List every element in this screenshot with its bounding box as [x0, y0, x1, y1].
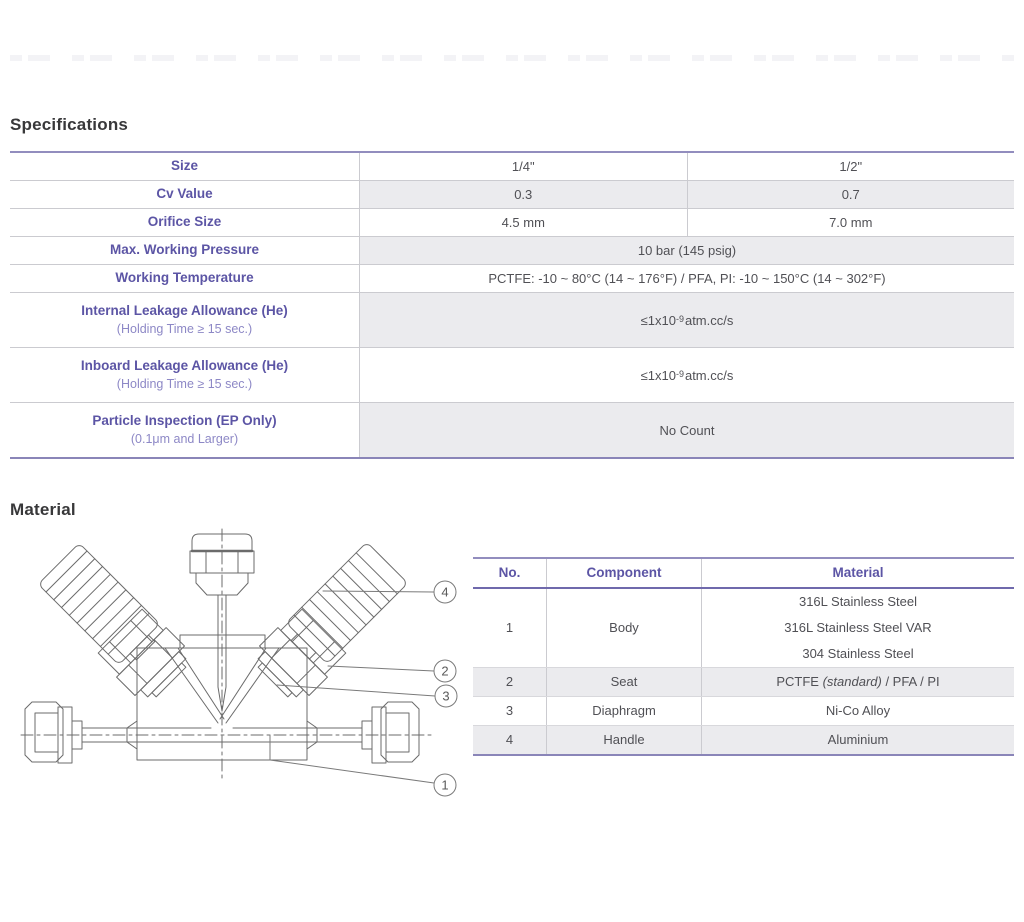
- spec-label: Cv Value: [10, 181, 360, 208]
- material-header-component: Component: [547, 559, 702, 587]
- spec-row-size: Size 1/4" 1/2": [10, 153, 1014, 181]
- material-row-seat: 2 Seat PCTFE (standard) / PFA / PI: [473, 668, 1014, 697]
- spec-label: Working Temperature: [10, 265, 360, 292]
- callout-number-2: 2: [441, 664, 448, 679]
- spec-value: 0.7: [841, 187, 860, 202]
- specifications-title: Specifications: [10, 115, 129, 134]
- material-header-row: No. Component Material: [473, 559, 1014, 589]
- top-fitting: [189, 533, 255, 712]
- spec-value: No Count: [659, 422, 715, 438]
- spec-label: Max. Working Pressure: [10, 237, 360, 264]
- spec-row-working-temperature: Working Temperature PCTFE: -10 ~ 80°C (1…: [10, 265, 1014, 293]
- material-row-diaphragm: 3 Diaphragm Ni-Co Alloy: [473, 697, 1014, 726]
- spec-label: Size: [10, 153, 360, 180]
- left-bonnet: [97, 608, 187, 698]
- material-no: 2: [473, 668, 547, 696]
- spec-value: 1/2": [839, 159, 863, 174]
- material-value: Ni-Co Alloy: [825, 702, 891, 718]
- left-handle: [40, 545, 158, 663]
- material-component: Seat: [547, 668, 702, 696]
- spec-value: ≤1x10-9 atm.cc/s: [640, 312, 734, 328]
- spec-label: Internal Leakage Allowance (He) (Holding…: [10, 293, 360, 347]
- material-table: No. Component Material 1 Body 316L Stain…: [473, 557, 1014, 756]
- material-row-body: 1 Body 316L Stainless Steel 316L Stainle…: [473, 589, 1014, 668]
- material-title: Material: [10, 500, 76, 519]
- spec-row-particle-inspection: Particle Inspection (EP Only) (0.1μm and…: [10, 403, 1014, 457]
- spec-label-sub: (Holding Time ≥ 15 sec.): [116, 376, 253, 391]
- leader-3: [276, 684, 436, 697]
- spec-label-main: Inboard Leakage Allowance (He): [80, 358, 289, 374]
- spec-label: Inboard Leakage Allowance (He) (Holding …: [10, 348, 360, 402]
- spec-label-sub: (Holding Time ≥ 15 sec.): [116, 321, 253, 336]
- spec-value: PCTFE: -10 ~ 80°C (14 ~ 176°F) / PFA, PI…: [488, 271, 886, 286]
- leader-1: [269, 734, 435, 784]
- spec-row-inboard-leakage: Inboard Leakage Allowance (He) (Holding …: [10, 348, 1014, 403]
- spec-value: 4.5 mm: [360, 209, 688, 236]
- spec-value: ≤1x10-9 atm.cc/s: [640, 367, 734, 383]
- material-value: PCTFE (standard) / PFA / PI: [776, 674, 940, 689]
- material-component: Handle: [547, 726, 702, 754]
- spec-label: Orifice Size: [10, 209, 360, 236]
- spec-label-main: Internal Leakage Allowance (He): [81, 303, 288, 319]
- material-value: Aluminium: [827, 731, 889, 747]
- spec-value: 0.3: [360, 181, 688, 208]
- left-tube: [81, 727, 138, 743]
- callout-circle-2: [433, 659, 457, 683]
- spec-row-internal-leakage: Internal Leakage Allowance (He) (Holding…: [10, 293, 1014, 348]
- left-end-fitting: [24, 701, 83, 764]
- callout-number-3: 3: [442, 689, 449, 704]
- callout-circle-1: [433, 773, 457, 797]
- spec-row-orifice-size: Orifice Size 4.5 mm 7.0 mm: [10, 209, 1014, 237]
- spec-value: 7.0 mm: [829, 215, 873, 230]
- callout-number-1: 1: [441, 778, 448, 793]
- valve-diagram: 4 2 3 1: [20, 528, 458, 797]
- material-component: Body: [547, 589, 702, 667]
- callout-circle-4: [433, 580, 457, 604]
- specifications-table: Size 1/4" 1/2" Cv Value 0.3 0.7 Orifice …: [10, 151, 1014, 459]
- right-end-fitting: [361, 701, 420, 764]
- spec-row-cv-value: Cv Value 0.3 0.7: [10, 181, 1014, 209]
- watermark-dashes: [10, 55, 1014, 61]
- right-bonnet: [257, 608, 347, 698]
- material-no: 4: [473, 726, 547, 754]
- material-component: Diaphragm: [547, 697, 702, 725]
- leader-2: [327, 665, 435, 672]
- material-value: 316L Stainless Steel 316L Stainless Stee…: [784, 594, 932, 661]
- valve-body: [126, 634, 318, 761]
- spec-label: Particle Inspection (EP Only) (0.1μm and…: [10, 403, 360, 457]
- material-no: 1: [473, 589, 547, 667]
- material-row-handle: 4 Handle Aluminium: [473, 726, 1014, 754]
- spec-value: 10 bar (145 psig): [637, 243, 737, 258]
- material-header-no: No.: [473, 559, 547, 587]
- spec-row-max-working-pressure: Max. Working Pressure 10 bar (145 psig): [10, 237, 1014, 265]
- spec-label-sub: (0.1μm and Larger): [130, 431, 239, 446]
- leader-4: [322, 590, 435, 593]
- callout-number-4: 4: [441, 585, 448, 600]
- right-tube: [306, 727, 363, 743]
- material-header-material: Material: [832, 565, 884, 581]
- spec-value: 1/4": [360, 153, 688, 180]
- callout-circle-3: [434, 684, 458, 708]
- spec-label-main: Particle Inspection (EP Only): [92, 413, 277, 429]
- material-no: 3: [473, 697, 547, 725]
